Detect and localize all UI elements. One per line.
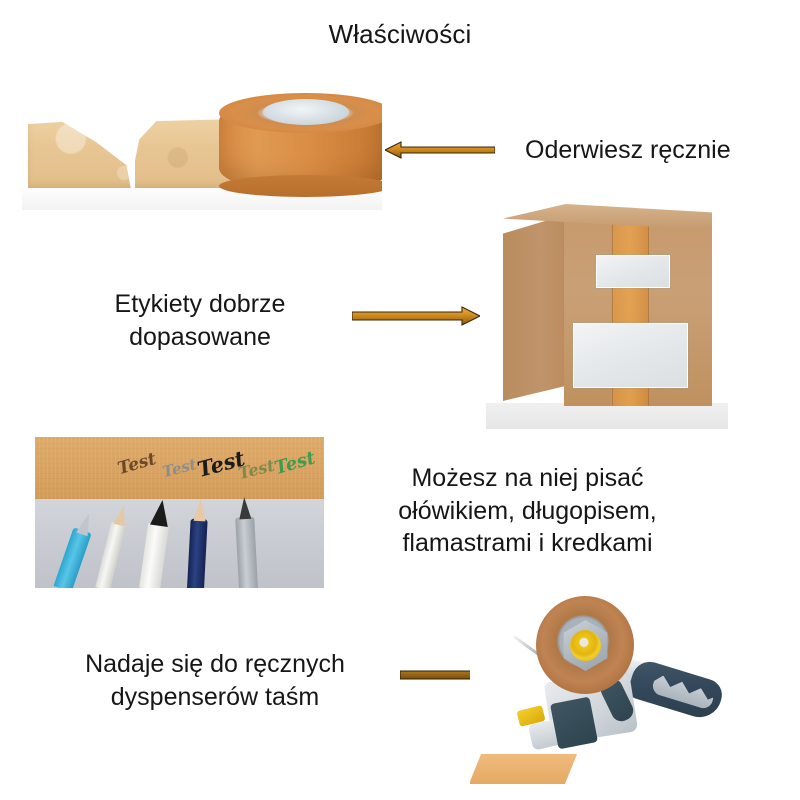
arrow-right-icon <box>352 303 480 329</box>
feature-caption-labels-fit-well: Etykiety dobrze dopasowane <box>114 290 286 351</box>
tape-roll-core-hole <box>263 99 349 125</box>
box-label-small <box>596 255 670 288</box>
pen-nib <box>75 511 95 537</box>
dispenser-front-plate <box>549 696 599 750</box>
feature-caption-writable-surface: Możesz na niej pisać ołówikiem, długopis… <box>398 464 657 557</box>
box-flap-seam <box>648 215 649 406</box>
marker-nib <box>149 498 171 527</box>
box-flap-seam <box>612 215 613 406</box>
marker-nib <box>237 496 251 520</box>
pencil-tip <box>112 504 130 527</box>
writing-on-tape-photo: Test Test Test Test Test <box>35 437 324 588</box>
kraft-tape-roll-photo <box>22 78 382 210</box>
dispensed-tape-strip <box>470 754 578 784</box>
photo-floor-shadow <box>486 403 728 429</box>
pencil-tip <box>193 498 207 522</box>
pencil-barrel <box>187 518 208 588</box>
feature-caption-hand-dispenser-ready: Nadaje się do ręcznych dyspenserów taśm <box>85 650 345 711</box>
page-title: Właściwości <box>328 19 472 49</box>
dispenser-core-spindle <box>570 630 601 661</box>
box-left-face <box>503 215 565 401</box>
torn-tape-strip <box>28 118 242 188</box>
carton-box-with-labels-photo <box>480 193 734 429</box>
marker-barrel <box>235 516 258 588</box>
box-label-large <box>573 323 688 388</box>
feature-caption-tear-by-hand: Oderwiesz ręcznie <box>525 136 731 164</box>
tape-gun-dispenser-photo <box>470 590 740 790</box>
kraft-tape-surface <box>35 437 324 499</box>
tape-roll-bottom-edge <box>219 175 382 197</box>
arrow-left-icon <box>385 138 495 162</box>
